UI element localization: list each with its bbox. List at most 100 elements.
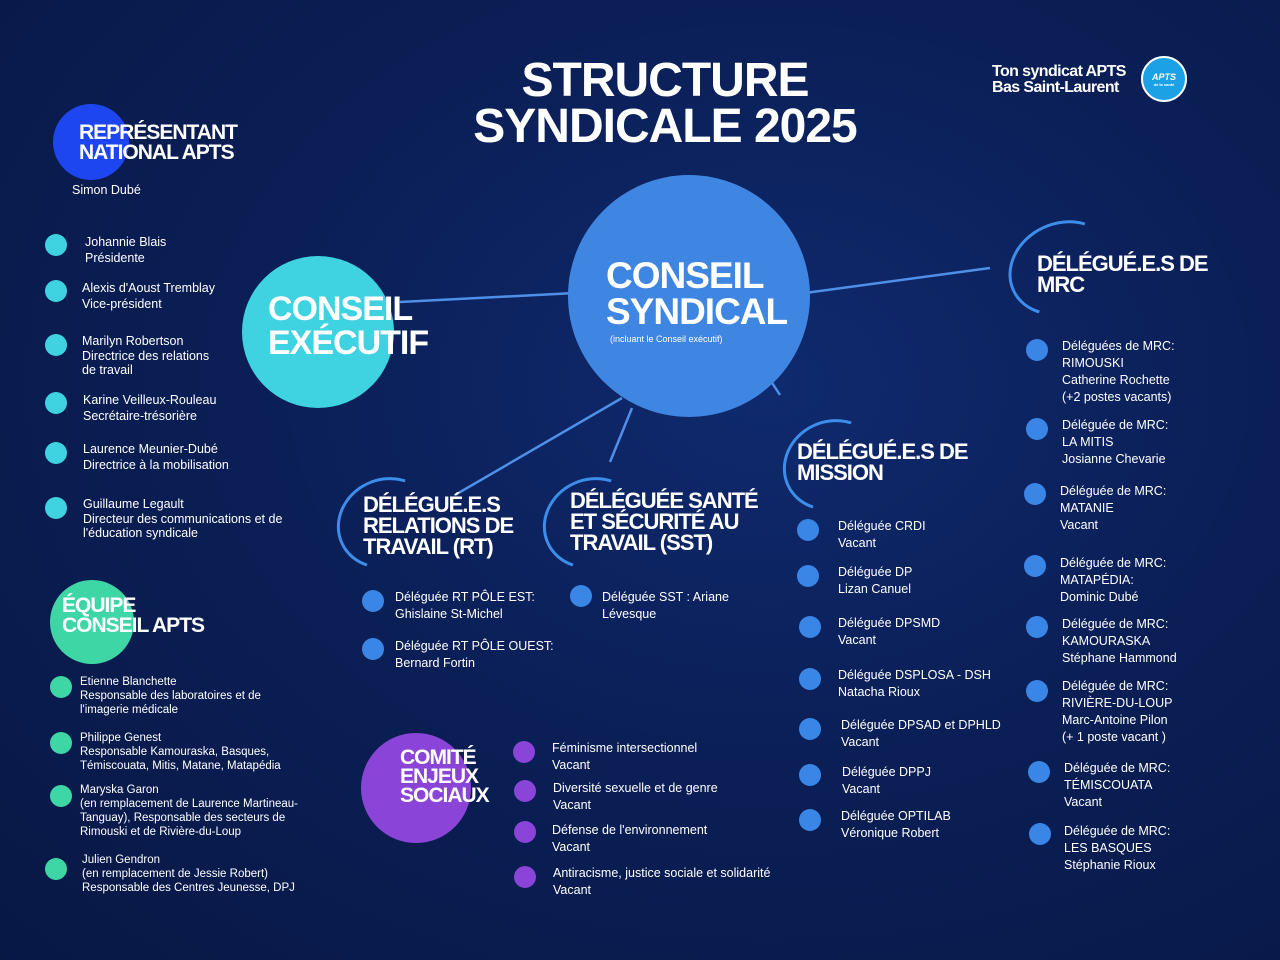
executif-member: Johannie Blais Présidente <box>85 234 166 266</box>
comite-item: Antiracisme, justice sociale et solidari… <box>553 865 770 899</box>
item-line: Vacant <box>841 735 879 749</box>
conseil-syndical-heading: CONSEIL SYNDICAL <box>606 257 788 330</box>
mission-heading-line: DÉLÉGUÉ.E.S DE <box>797 439 969 464</box>
item-line: Vacant <box>1060 518 1098 532</box>
list-bullet <box>799 809 821 831</box>
item-line: Déléguée CRDI <box>838 519 926 533</box>
item-line: Vacant <box>552 840 590 854</box>
list-bullet <box>50 732 72 754</box>
item-line: (+ 1 poste vacant ) <box>1062 730 1166 744</box>
list-bullet <box>1028 761 1050 783</box>
member-role-continued: l'éducation syndicale <box>83 526 198 540</box>
list-bullet <box>362 638 384 660</box>
list-bullet <box>514 780 536 802</box>
item-line: Marc-Antoine Pilon <box>1062 713 1168 727</box>
logo-subtext: de la santé <box>1153 81 1175 87</box>
member-line: (en remplacement de Jessie Robert) <box>82 868 268 880</box>
mrc-item: Déléguée de MRC: TÉMISCOUATA Vacant <box>1064 760 1170 811</box>
national-circle <box>53 104 129 180</box>
item-line: Déléguée DSPLOSA - DSH <box>838 668 991 682</box>
comite-heading: COMITÉ ENJEUX SOCIAUX <box>400 747 490 806</box>
list-bullet <box>799 718 821 740</box>
item-line: (+2 postes vacants) <box>1062 390 1172 404</box>
list-bullet <box>570 585 592 607</box>
list-bullet <box>1026 418 1048 440</box>
executif-member: Laurence Meunier-Dubé Directrice à la mo… <box>83 441 229 473</box>
list-bullet <box>45 442 67 464</box>
list-bullet <box>1026 680 1048 702</box>
item-line: LA MITIS <box>1062 435 1114 449</box>
member-name: Karine Veilleux-Rouleau <box>83 393 217 407</box>
mission-item: Déléguée CRDI Vacant <box>838 518 926 552</box>
mission-heading: DÉLÉGUÉ.E.S DE MISSION <box>797 439 969 484</box>
mission-item: Déléguée DPSAD et DPHLD Vacant <box>841 717 1001 751</box>
list-bullet <box>362 590 384 612</box>
item-line: Diversité sexuelle et de genre <box>553 781 718 795</box>
member-name: Marilyn Robertson <box>82 334 184 348</box>
item-line: Natacha Rioux <box>838 685 920 699</box>
comite-item: Féminisme intersectionnel Vacant <box>552 740 697 774</box>
member-name: Laurence Meunier-Dubé <box>83 442 218 456</box>
item-line: Déléguée de MRC: <box>1062 617 1169 631</box>
list-bullet <box>45 858 67 880</box>
connector-syndical-rt <box>454 396 623 497</box>
list-bullet <box>45 334 67 356</box>
item-line: Vacant <box>553 798 591 812</box>
rt-heading-line: TRAVAIL (RT) <box>363 534 494 559</box>
member-line: Témiscouata, Mitis, Matane, Matapédia <box>80 760 281 772</box>
brand-text: Ton syndicat APTS Bas Saint-Laurent <box>992 64 1126 96</box>
item-line: Antiracisme, justice sociale et solidari… <box>553 866 771 880</box>
mrc-item: Déléguée de MRC: LES BASQUES Stéphanie R… <box>1064 823 1170 874</box>
title-line-1: STRUCTURE <box>521 54 810 107</box>
equipe-member: Philippe Genest Responsable Kamouraska, … <box>80 731 281 773</box>
item-line: Catherine Rochette <box>1062 373 1170 387</box>
list-bullet <box>1026 339 1048 361</box>
conseil-executif-heading-line-2: EXÉCUTIF <box>268 324 429 362</box>
sst-heading-line: ET SÉCURITÉ AU <box>570 509 740 534</box>
member-line: (en remplacement de Laurence Martineau- <box>80 798 298 810</box>
member-line: Responsable des Centres Jeunesse, DPJ <box>82 882 295 894</box>
item-line: Déléguée DP <box>838 565 913 579</box>
item-line: Josianne Chevarie <box>1062 452 1166 466</box>
item-line: Déléguée RT PÔLE EST: <box>395 590 535 604</box>
item-line: Stéphane Hammond <box>1062 651 1177 665</box>
list-bullet <box>45 234 67 256</box>
equipe-heading-line-2: CONSEIL APTS <box>62 614 205 637</box>
rt-item: Déléguée RT PÔLE EST: Ghislaine St-Miche… <box>395 589 535 623</box>
member-line: Rimouski et de Rivière-du-Loup <box>80 826 242 838</box>
national-name: Simon Dubé <box>72 183 141 197</box>
member-role: Secrétaire-trésorière <box>83 409 197 423</box>
rt-item: Déléguée RT PÔLE OUEST: Bernard Fortin <box>395 638 554 672</box>
equipe-member: Maryska Garon (en remplacement de Lauren… <box>80 783 298 839</box>
title-line-2: SYNDICALE 2025 <box>473 100 857 153</box>
item-line: Déléguée de MRC: <box>1060 484 1167 498</box>
equipe-member: Etienne Blanchette Responsable des labor… <box>80 675 261 717</box>
mrc-heading-line: DÉLÉGUÉ.E.S DE <box>1037 251 1209 276</box>
sst-item: Déléguée SST : Ariane Lévesque <box>602 589 729 623</box>
member-line: l'imagerie médicale <box>80 704 179 716</box>
list-bullet <box>1024 555 1046 577</box>
member-role: Directeur des communications et de <box>83 511 283 526</box>
member-role: Directrice des relations <box>82 348 210 363</box>
comite-heading-line: ENJEUX <box>400 765 479 788</box>
rt-heading: DÉLÉGUÉ.E.S RELATIONS DE TRAVAIL (RT) <box>363 494 514 559</box>
item-line: Véronique Robert <box>841 826 939 840</box>
national-heading-line-2: NATIONAL APTS <box>79 141 235 164</box>
item-line: Vacant <box>838 536 876 550</box>
executif-member: Alexis d'Aoust Tremblay Vice-président <box>82 280 215 312</box>
list-bullet <box>513 741 535 763</box>
member-line: Philippe Genest <box>80 732 162 744</box>
item-line: Déléguée RT PÔLE OUEST: <box>395 639 554 653</box>
item-line: LES BASQUES <box>1064 841 1152 855</box>
item-line: Déléguée OPTILAB <box>841 809 951 823</box>
mission-item: Déléguée OPTILAB Véronique Robert <box>841 808 951 842</box>
mission-item: Déléguée DPPJ Vacant <box>842 764 931 798</box>
list-bullet <box>514 821 536 843</box>
mrc-item: Déléguée de MRC: MATAPÉDIA: Dominic Dubé <box>1060 555 1166 606</box>
list-bullet <box>50 676 72 698</box>
member-role: Directrice à la mobilisation <box>83 458 229 472</box>
connector-syndical-mrc <box>804 266 991 295</box>
list-bullet <box>514 866 536 888</box>
mrc-heading-line: MRC <box>1037 272 1085 297</box>
item-line: Déléguée de MRC: <box>1060 556 1167 570</box>
